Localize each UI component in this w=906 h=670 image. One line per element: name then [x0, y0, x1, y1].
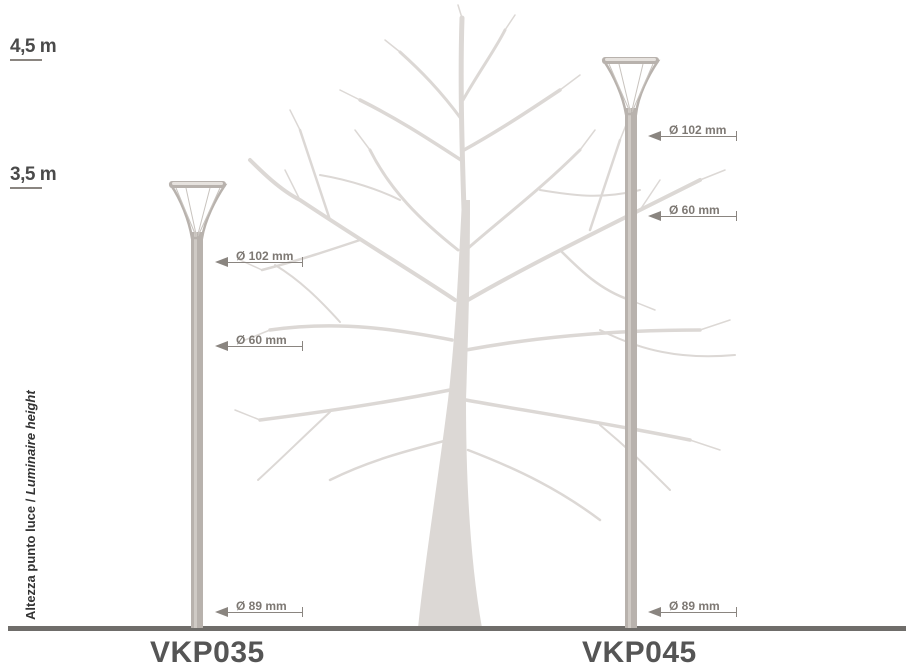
arrow-left-icon	[215, 341, 228, 351]
dim-left-89-text: Ø 89 mm	[236, 599, 287, 613]
dim-left-60-text: Ø 60 mm	[236, 333, 287, 347]
model-label-vkp045: VKP045	[582, 636, 697, 669]
height-label-top-underline	[10, 59, 42, 61]
axis-title-italian: Altezza punto luce	[23, 505, 38, 620]
model-label-vkp035: VKP035	[150, 636, 265, 669]
height-label-mid-underline	[10, 187, 42, 189]
height-label-top: 4,5 m	[10, 36, 57, 61]
dim-right-60: Ø 60 mm	[648, 203, 738, 226]
axis-title-english: Luminaire height	[23, 390, 38, 496]
arrow-left-icon	[648, 607, 661, 617]
dim-right-102-text: Ø 102 mm	[669, 123, 727, 137]
arrow-left-icon	[215, 607, 228, 617]
luminaire-head-vkp035	[168, 183, 228, 240]
dim-left-89: Ø 89 mm	[215, 599, 303, 622]
arrow-left-icon	[215, 257, 228, 267]
luminaire-vkp035	[168, 181, 228, 628]
height-label-top-text: 4,5 m	[10, 36, 57, 57]
dim-left-60: Ø 60 mm	[215, 333, 303, 356]
arrow-left-icon	[648, 211, 661, 221]
tree-illustration	[234, 4, 736, 628]
luminaire-vkp045	[601, 57, 661, 628]
axis-title: Altezza punto luce / Luminaire height	[23, 390, 38, 620]
dim-right-102: Ø 102 mm	[648, 123, 738, 146]
height-label-mid: 3,5 m	[10, 164, 57, 189]
dim-left-102-text: Ø 102 mm	[236, 249, 294, 263]
height-label-mid-text: 3,5 m	[10, 164, 57, 185]
ground-line	[8, 626, 906, 631]
arrow-left-icon	[648, 131, 661, 141]
dim-right-60-text: Ø 60 mm	[669, 203, 720, 217]
dim-left-102: Ø 102 mm	[215, 249, 303, 272]
luminaire-head-vkp045	[601, 59, 661, 116]
dim-right-89-text: Ø 89 mm	[669, 599, 720, 613]
axis-title-separator: /	[23, 495, 38, 506]
dim-right-89: Ø 89 mm	[648, 599, 738, 622]
